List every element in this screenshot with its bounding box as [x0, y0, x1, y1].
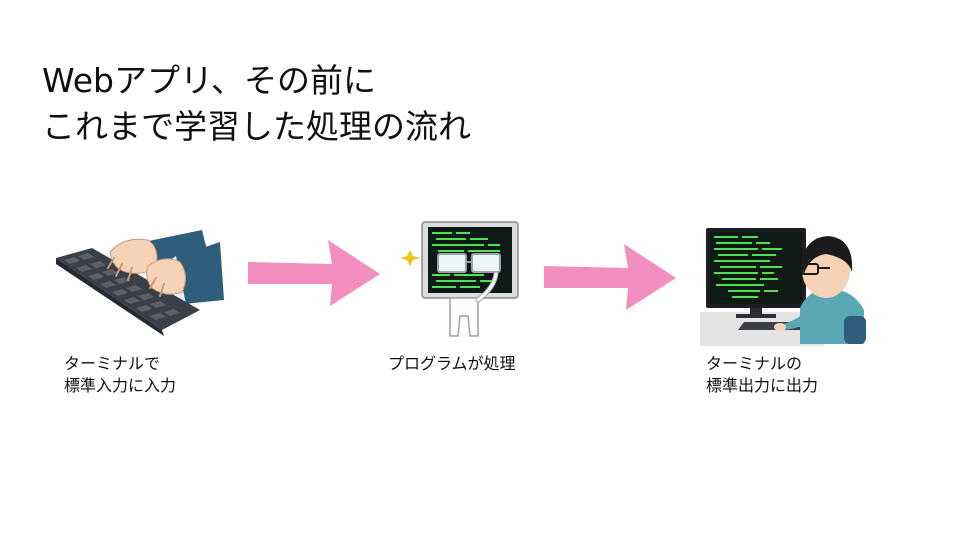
arrow-right-icon [248, 240, 380, 306]
title-line-2: これまで学習した処理の流れ [42, 107, 471, 146]
person-at-terminal-icon [700, 228, 866, 346]
step-3-caption-line-1: ターミナルの [706, 354, 803, 373]
step-3-caption: ターミナルの 標準出力に出力 [706, 353, 818, 397]
slide-title: Webアプリ、その前に これまで学習した処理の流れ [42, 58, 471, 150]
title-line-1: Webアプリ、その前に [42, 61, 376, 100]
step-1-caption: ターミナルで 標準入力に入力 [64, 353, 176, 397]
step-2-caption: プログラムが処理 [388, 353, 516, 375]
arrow-right-icon [544, 244, 676, 310]
step-3-caption-line-2: 標準出力に出力 [706, 376, 819, 395]
step-1-caption-line-1: ターミナルで [64, 354, 161, 373]
step-2-caption-line-1: プログラムが処理 [388, 354, 516, 373]
keyboard-typing-icon [56, 230, 224, 336]
program-monitor-icon [400, 221, 519, 337]
step-1-caption-line-2: 標準入力に入力 [64, 376, 177, 395]
